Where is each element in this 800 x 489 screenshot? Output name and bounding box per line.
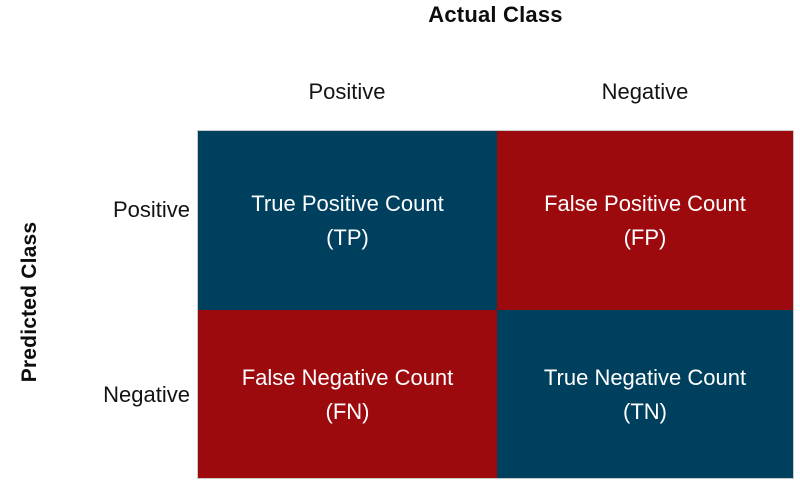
matrix-cell-true-positive: True Positive Count (TP)	[198, 131, 497, 310]
predicted-class-axis-title: Predicted Class	[18, 221, 41, 383]
cell-label-line1: True Positive Count	[251, 191, 444, 216]
matrix-cell-true-negative: True Negative Count (TN)	[497, 310, 793, 478]
actual-class-axis-title: Actual Class	[428, 2, 563, 27]
matrix-grid: True Positive Count (TP) False Positive …	[197, 130, 794, 479]
matrix-cell-false-positive: False Positive Count (FP)	[497, 131, 793, 310]
column-header-positive: Positive	[308, 79, 386, 104]
row-header-negative: Negative	[103, 382, 190, 407]
row-header-positive: Positive	[112, 197, 190, 222]
cell-label-line2: (FN)	[325, 398, 370, 424]
cell-label-line2: (TN)	[623, 398, 667, 424]
cell-label-line1: False Positive Count	[544, 191, 746, 216]
column-header-negative: Negative	[601, 79, 689, 104]
cell-label-line2: (TP)	[326, 225, 369, 250]
cell-label-line1: True Negative Count	[543, 364, 747, 390]
matrix-cell-false-negative: False Negative Count (FN)	[198, 310, 497, 478]
cell-label-line1: False Negative Count	[241, 364, 454, 390]
cell-label-line2: (FP)	[623, 225, 667, 250]
